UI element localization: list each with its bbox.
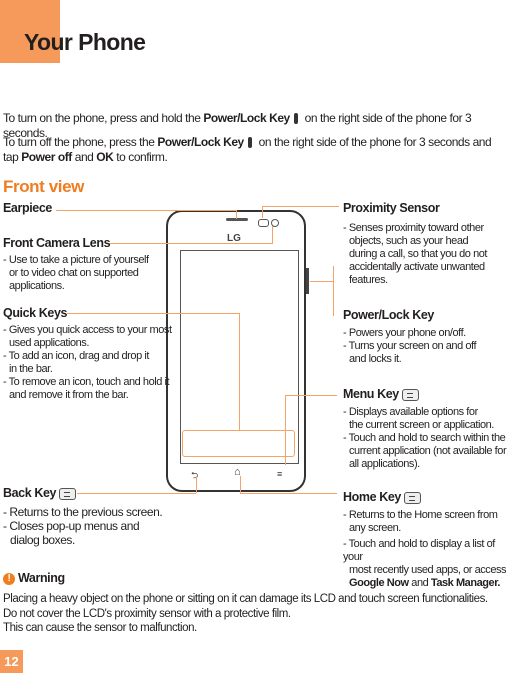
- leader-power-vert: [333, 266, 334, 316]
- proximity-sensor-dot: [258, 219, 269, 227]
- leader-menu: [285, 395, 337, 396]
- home-key-icon: ⌂: [234, 466, 241, 478]
- leader-earpiece: [56, 210, 236, 211]
- warning-text: Placing a heavy object on the phone or s…: [3, 593, 488, 634]
- label-proximity-sensor: Proximity Sensor: [343, 201, 440, 215]
- proximity-desc: - Senses proximity toward other objects,…: [343, 222, 488, 286]
- back-key-desc: - Returns to the previous screen. - Clos…: [3, 505, 163, 547]
- label-earpiece: Earpiece: [3, 201, 52, 215]
- phone-screen: [180, 250, 299, 464]
- label-menu-key: Menu Key: [343, 387, 419, 401]
- leader-front-camera-drop: [272, 226, 273, 244]
- leader-front-camera: [108, 243, 272, 244]
- menu-key-desc: - Displays available options for the cur…: [343, 406, 507, 470]
- menu-key-icon: [401, 388, 419, 401]
- home-key-icon: [403, 491, 421, 504]
- intro-power-off: To turn off the phone, press the Power/L…: [3, 135, 492, 164]
- power-side-key: [306, 268, 309, 294]
- power-lock-desc: - Powers your phone on/off. - Turns your…: [343, 327, 477, 365]
- leader-proximity: [262, 206, 339, 207]
- back-key-icon: [59, 487, 77, 500]
- label-home-key: Home Key: [343, 490, 421, 504]
- header-tab: [0, 0, 60, 63]
- warning-icon: !: [3, 572, 15, 585]
- page-title: Your Phone: [24, 29, 146, 55]
- label-front-camera: Front Camera Lens: [3, 236, 111, 250]
- home-key-desc: - Returns to the Home screen from any sc…: [343, 509, 507, 589]
- leader-home-drop: [240, 476, 241, 493]
- camera-lens-dot: [271, 219, 279, 227]
- page-number: 12: [0, 650, 23, 673]
- leader-quick-keys-drop: [239, 313, 240, 430]
- intro-power-on: To turn on the phone, press and hold the…: [3, 111, 472, 140]
- leader-power: [310, 281, 333, 282]
- front-camera-desc: - Use to take a picture of yourself or t…: [3, 254, 149, 292]
- quick-keys-desc: - Gives you quick access to your most us…: [3, 324, 172, 401]
- leader-back: [77, 493, 196, 494]
- label-back-key: Back Key: [3, 486, 77, 500]
- leader-proximity-drop: [262, 206, 263, 218]
- leader-menu-drop: [285, 395, 286, 465]
- power-key-icon: [293, 113, 298, 125]
- earpiece-slot: [226, 218, 248, 221]
- phone-logo: LG: [227, 233, 241, 244]
- quick-keys-bar: [182, 430, 295, 457]
- back-key-icon: ⮌: [191, 470, 199, 480]
- power-key-icon: [247, 137, 252, 149]
- section-title: Front view: [3, 177, 85, 196]
- leader-back-drop: [196, 476, 197, 493]
- leader-earpiece-drop: [236, 210, 237, 219]
- leader-home: [240, 493, 337, 494]
- label-quick-keys: Quick Keys: [3, 306, 68, 320]
- label-power-lock-key: Power/Lock Key: [343, 308, 434, 322]
- menu-key-icon: ≡: [277, 469, 283, 479]
- leader-quick-keys: [67, 313, 239, 314]
- warning-title: !Warning: [3, 571, 65, 585]
